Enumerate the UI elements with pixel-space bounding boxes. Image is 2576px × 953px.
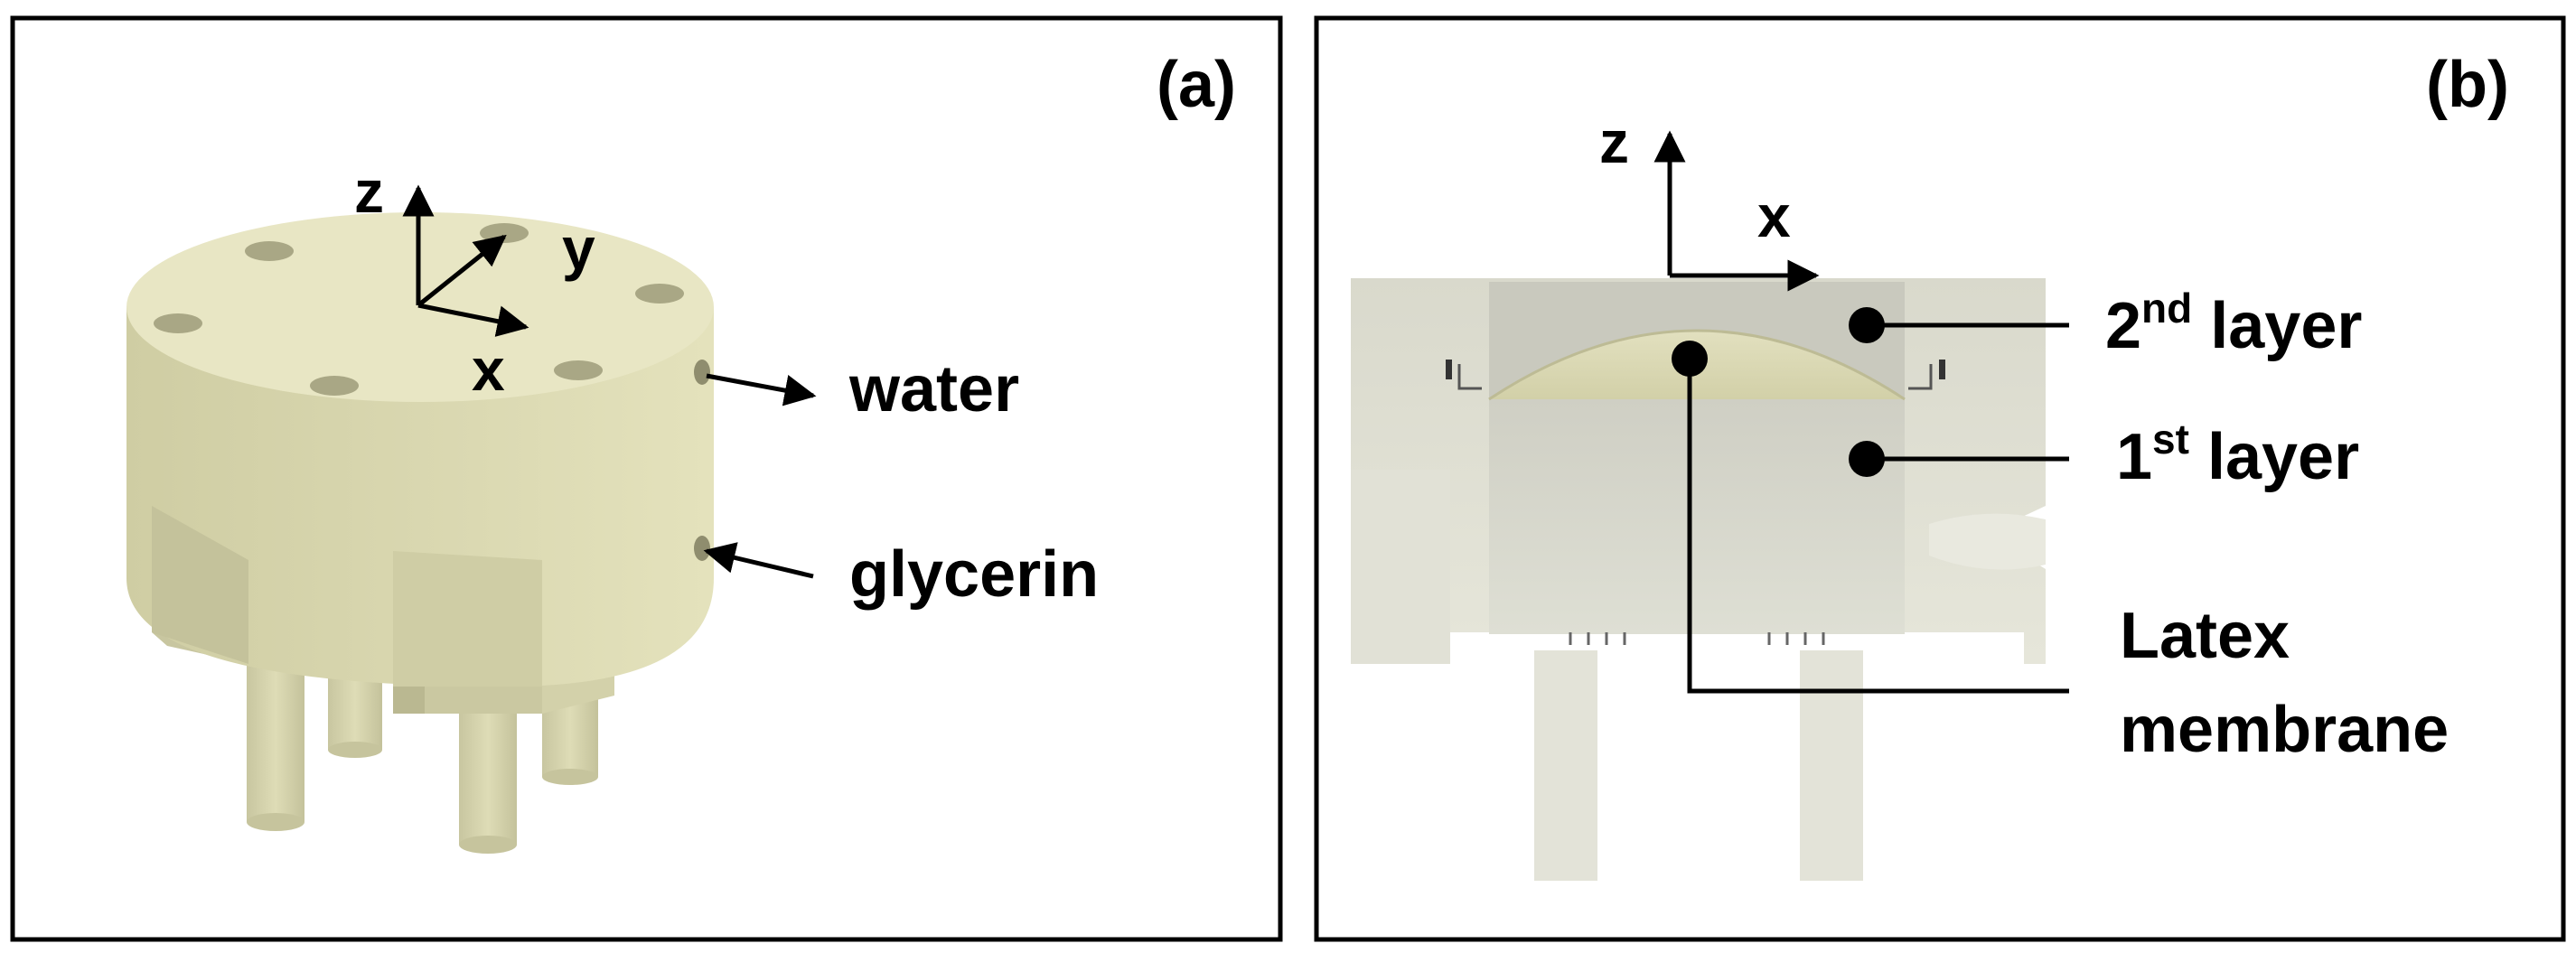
layer1-label: 1st layer [2116, 416, 2359, 493]
panel-b-tag: (b) [2426, 49, 2509, 121]
membrane-edge [1488, 329, 1906, 401]
cylinder-side [126, 307, 714, 687]
rim-bracket-left [1457, 364, 1482, 390]
left-notch [1351, 470, 1450, 664]
pin-center-end [459, 836, 517, 854]
water-port [694, 360, 710, 385]
water-arrow [706, 373, 817, 406]
x-axis-label: x [472, 336, 505, 403]
y-axis-arrow [417, 234, 507, 307]
hole-1 [245, 241, 294, 261]
leg-right [1800, 650, 1863, 881]
layer1-word: layer [2189, 421, 2359, 493]
layer1-suffix: st [2152, 416, 2189, 462]
glycerin-arrow [703, 542, 814, 579]
layer2-num: 2 [2105, 290, 2141, 362]
glycerin-label: glycerin [849, 538, 1099, 611]
axes-b [1653, 130, 1820, 292]
y-axis-label: y [562, 215, 595, 282]
right-nub [1929, 513, 2046, 570]
panel-a-tag: (a) [1157, 49, 1236, 121]
lower-chamber [1489, 399, 1905, 634]
layer2-suffix: nd [2141, 285, 2192, 332]
side-cutout-center [393, 551, 542, 687]
layer2-word: layer [2192, 290, 2362, 362]
rim-mark-right [1939, 360, 1945, 379]
axes-a [402, 184, 529, 337]
water-label: water [848, 353, 1019, 425]
glycerin-port [694, 536, 710, 561]
z-axis-label-b: z [1599, 108, 1629, 175]
z-axis-label: z [354, 158, 384, 225]
rim-bracket-right [1908, 364, 1933, 390]
membrane-label-line2: membrane [2120, 694, 2449, 766]
pin-right-end [542, 769, 598, 785]
hole-5 [554, 360, 603, 380]
x-axis-label-b: x [1757, 182, 1791, 249]
pin-mid-back-end [328, 742, 382, 758]
panel-a: z y x water glycerin (a) [10, 15, 1283, 942]
hole-6 [310, 376, 359, 396]
side-cutout-left [152, 506, 248, 664]
leg-left [1534, 650, 1597, 881]
membrane-leader [1687, 359, 2069, 694]
bottom-ticks [1569, 632, 1825, 645]
panel-b: z x 2nd layer 1st layer Latex membrane (… [1314, 15, 2566, 942]
membrane-label-line1: Latex [2120, 600, 2290, 672]
pin-left-end [247, 813, 304, 831]
layer1-num: 1 [2116, 421, 2152, 493]
x-axis-arrow [417, 303, 529, 337]
rim-mark-left [1446, 360, 1452, 379]
layer2-label: 2nd layer [2105, 285, 2362, 362]
hole-2 [480, 223, 529, 243]
hole-4 [154, 313, 202, 333]
hole-3 [635, 284, 684, 304]
